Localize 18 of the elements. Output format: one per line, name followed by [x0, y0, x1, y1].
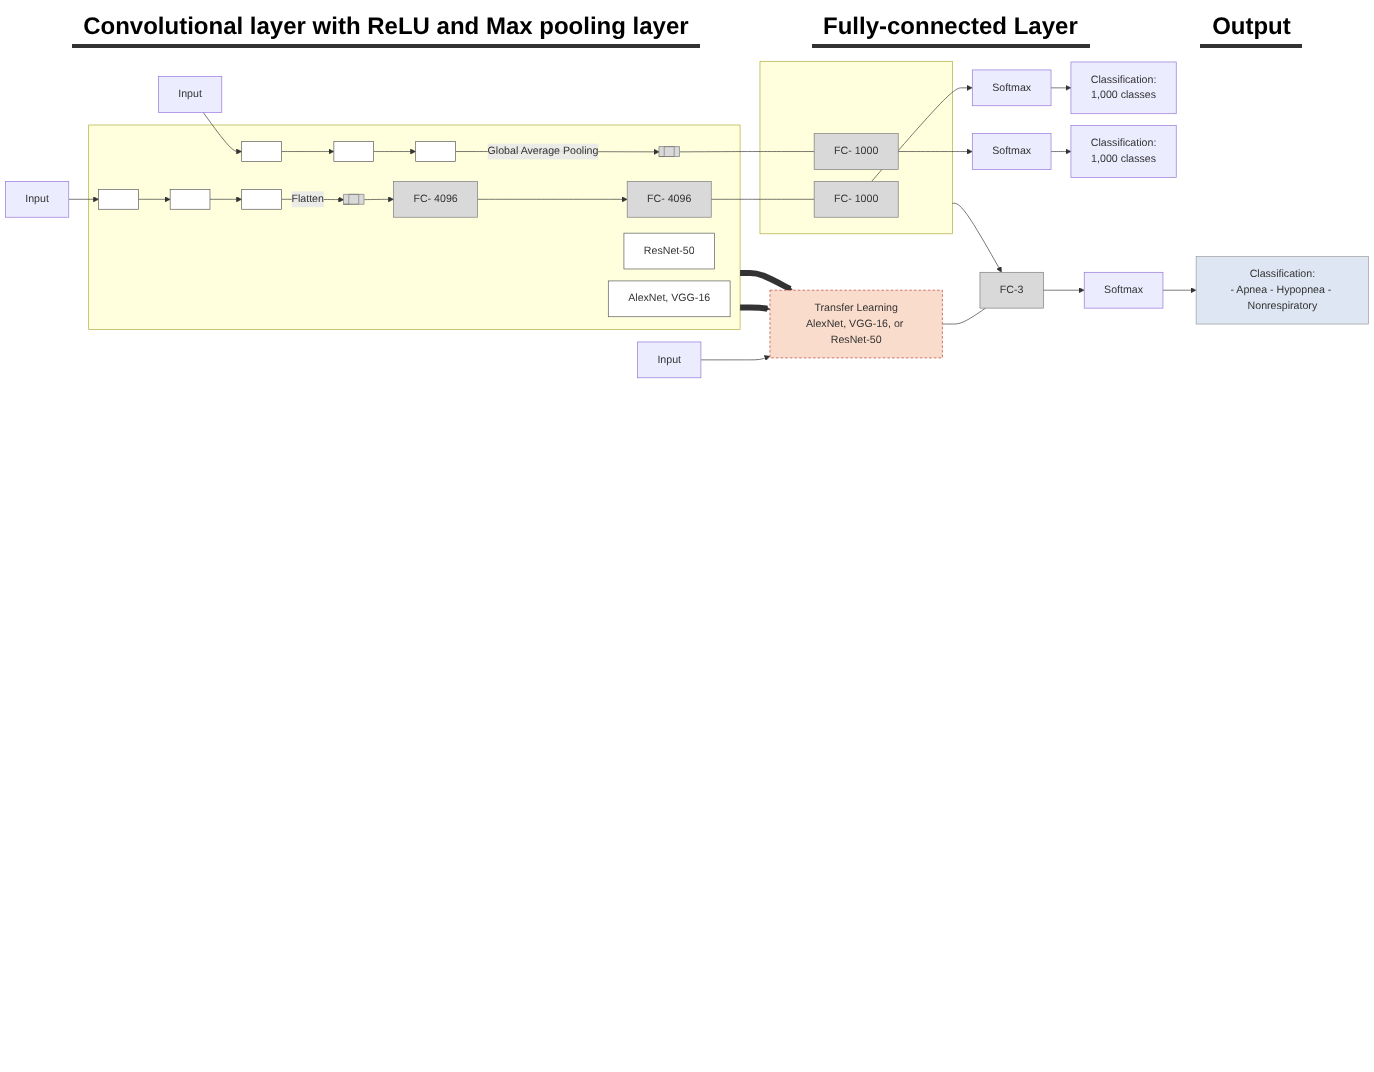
node-bar [343, 194, 365, 205]
connector [942, 307, 986, 325]
node-box [98, 189, 139, 210]
bracket-label: Convolutional layer with ReLU and Max pooling layer [71, 8, 701, 48]
node-box [241, 141, 282, 162]
node-box [169, 189, 211, 210]
connector [679, 151, 815, 153]
node-box [415, 141, 456, 162]
node-box [241, 189, 282, 210]
node-bar [658, 146, 680, 157]
cluster [759, 61, 953, 235]
node-box [333, 141, 374, 162]
arrow [738, 304, 771, 312]
arrow [738, 269, 793, 292]
bracket-label: Fully-connected Layer [811, 8, 1090, 48]
bracket-label: Output [1200, 8, 1303, 48]
connector [710, 199, 815, 200]
cluster [88, 124, 741, 330]
